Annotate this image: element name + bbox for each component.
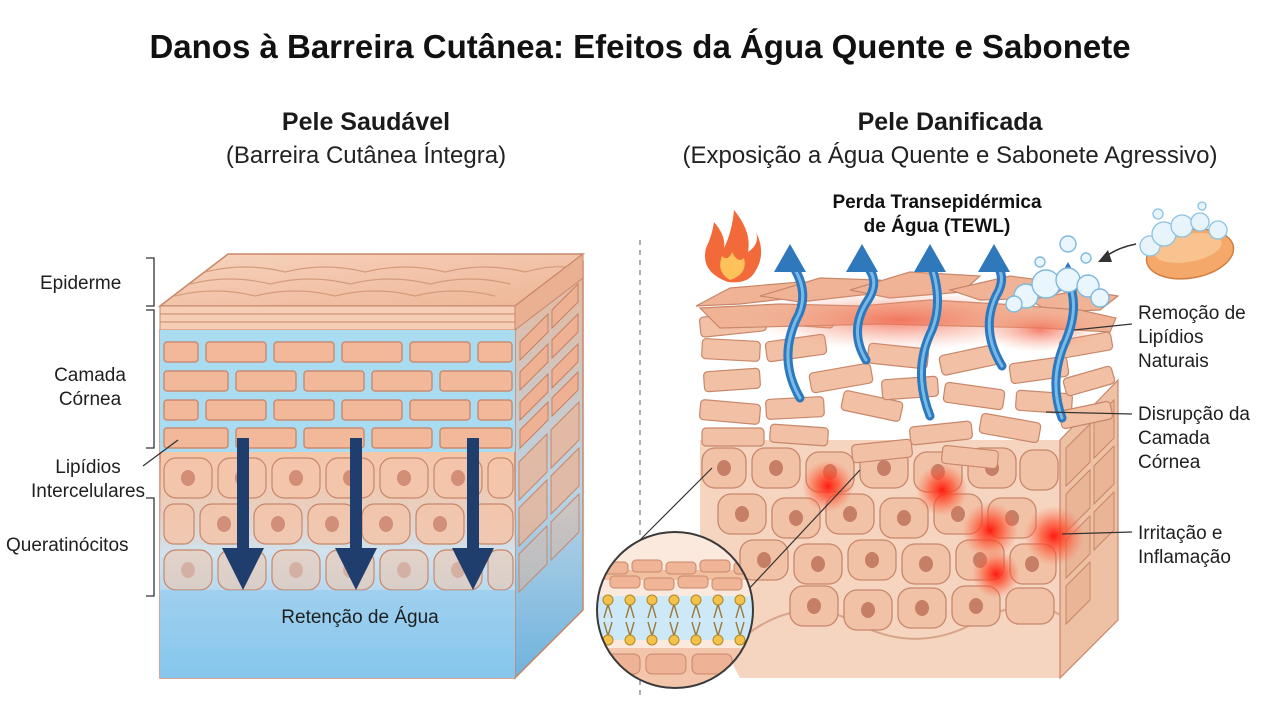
label-stratum-corneum-line1: Camada xyxy=(54,365,126,386)
label-cornea-disruption-line3: Córnea xyxy=(1138,452,1201,473)
label-lipid-removal-line3: Naturais xyxy=(1138,351,1209,372)
label-irritation: Irritação e Inflamação xyxy=(1138,522,1231,570)
left-label-brackets xyxy=(142,257,179,597)
inflammation-spots xyxy=(802,460,1084,598)
foam-bubbles xyxy=(1005,235,1110,313)
label-keratinocytes: Queratinócitos xyxy=(6,535,129,556)
page-title: Danos à Barreira Cutânea: Efeitos da Águ… xyxy=(149,28,1131,65)
label-lipid-removal-line1: Remoção de xyxy=(1138,303,1246,324)
label-intercellular-lipids: Lipídios Intercelulares xyxy=(6,456,170,504)
label-stratum-corneum: Camada Córnea xyxy=(40,364,140,412)
soap-bar-icon xyxy=(1139,201,1235,280)
healthy-skin-subtitle: (Barreira Cutânea Íntegra) xyxy=(225,142,507,169)
damaged-skin-subtitle: (Exposição a Água Quente e Sabonete Agre… xyxy=(682,142,1218,169)
hot-water-flame-icon xyxy=(704,210,762,283)
label-cornea-disruption-line2: Camada xyxy=(1138,428,1210,449)
label-irritation-line2: Inflamação xyxy=(1138,547,1231,568)
label-stratum-corneum-line2: Córnea xyxy=(58,389,122,410)
label-irritation-line1: Irritação e xyxy=(1138,523,1223,544)
label-cornea-disruption: Disrupção da Camada Córnea xyxy=(1138,403,1250,475)
label-lipid-removal: Remoção de Lipídios Naturais xyxy=(1138,302,1246,374)
label-cornea-disruption-line1: Disrupção da xyxy=(1138,404,1250,425)
tewl-label: Perda Transepidérmica de Água (TEWL) xyxy=(800,191,1074,239)
healthy-skin-title: Pele Saudável xyxy=(281,108,451,136)
label-water-retention: Retenção de Água xyxy=(281,607,439,628)
healthy-skin-block xyxy=(157,252,586,680)
tewl-label-line2: de Água (TEWL) xyxy=(863,216,1011,237)
label-intercellular-lipids-line2: Intercelulares xyxy=(30,481,146,502)
label-intercellular-lipids-line1: Lipídios xyxy=(55,457,121,478)
tewl-label-line1: Perda Transepidérmica xyxy=(832,192,1042,213)
label-epidermis: Epiderme xyxy=(40,273,122,294)
label-lipid-removal-line2: Lipídios xyxy=(1138,327,1204,348)
damaged-skin-title: Pele Danificada xyxy=(857,108,1043,136)
right-label-leaders xyxy=(1045,323,1133,535)
water-retention-arrows xyxy=(222,438,494,590)
damaged-skin-block xyxy=(695,271,1120,680)
